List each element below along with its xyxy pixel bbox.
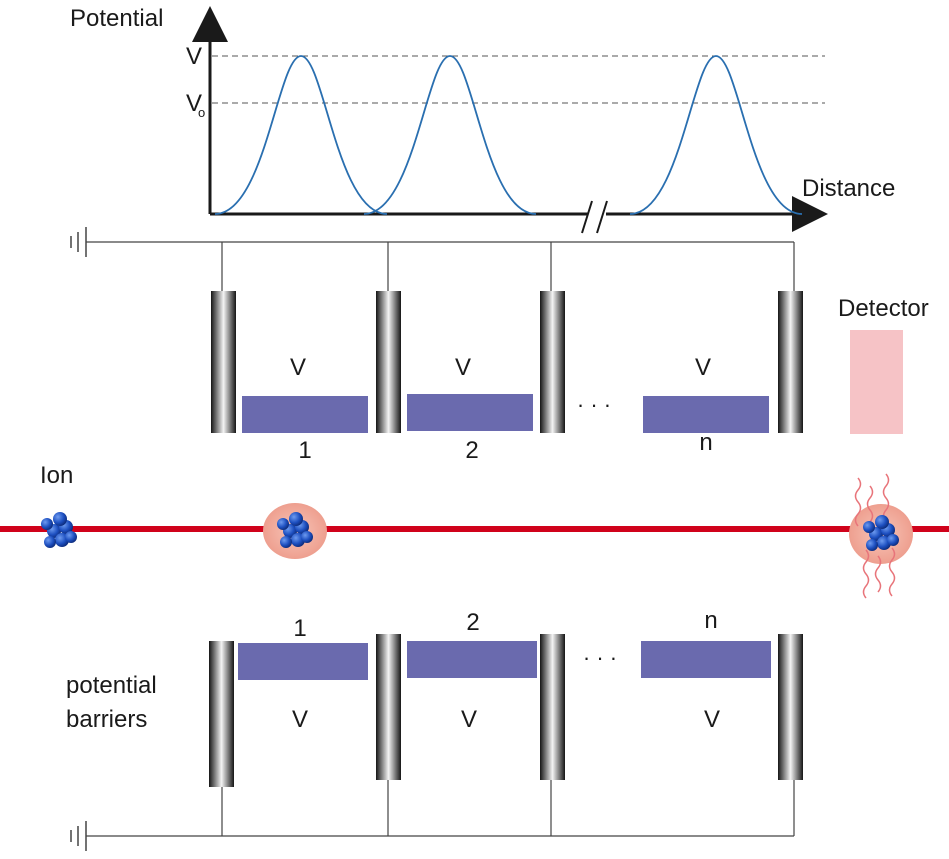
ground-icon bbox=[70, 821, 87, 851]
top-barrier-plate-1 bbox=[242, 396, 368, 433]
potential-curve-1 bbox=[214, 55, 388, 215]
bottom-barrier-plate-2 bbox=[407, 641, 537, 678]
axis-break-mark-1 bbox=[581, 200, 593, 234]
top-electrode-2 bbox=[376, 291, 401, 433]
level-vo-label: V bbox=[186, 90, 202, 117]
top-voltage-2: V bbox=[455, 354, 471, 381]
level-vo-subscript: o bbox=[198, 105, 205, 120]
ion-cluster-1 bbox=[41, 512, 77, 548]
barriers-label-line1: potential bbox=[66, 672, 157, 699]
top-voltage-1: V bbox=[290, 354, 306, 381]
bottom-electrode-1 bbox=[209, 641, 234, 787]
bottom-index-n: n bbox=[704, 607, 717, 634]
top-electrode-array: V V V 1 2 n · · · bbox=[70, 227, 803, 464]
top-index-2: 2 bbox=[465, 437, 478, 464]
ground-icon bbox=[70, 227, 87, 257]
bottom-barrier-plate-1 bbox=[238, 643, 368, 680]
detector-block bbox=[850, 330, 903, 434]
ion-cluster-2 bbox=[263, 503, 327, 559]
detector-label: Detector bbox=[838, 295, 929, 322]
top-electrode-4 bbox=[778, 291, 803, 433]
potential-curve-2 bbox=[363, 55, 537, 215]
axis-break-mark-2 bbox=[596, 200, 608, 234]
top-ellipsis: · · · bbox=[577, 392, 611, 417]
ion-beam: Ion bbox=[0, 462, 949, 599]
bottom-voltage-1: V bbox=[292, 706, 308, 733]
top-barrier-plate-2 bbox=[407, 394, 533, 431]
bottom-electrode-2 bbox=[376, 634, 401, 780]
top-barrier-plate-n bbox=[643, 396, 769, 433]
y-axis-label: Potential bbox=[70, 5, 163, 32]
bottom-ellipsis: · · · bbox=[583, 645, 617, 670]
bottom-voltage-2: V bbox=[461, 706, 477, 733]
x-axis-label: Distance bbox=[802, 175, 895, 202]
top-index-n: n bbox=[699, 429, 712, 456]
top-electrode-3 bbox=[540, 291, 565, 433]
top-index-1: 1 bbox=[298, 437, 311, 464]
potential-plot: Potential Distance V V o bbox=[70, 5, 895, 234]
potential-curve-3 bbox=[629, 55, 803, 215]
detector: Detector bbox=[838, 295, 929, 434]
bottom-electrode-4 bbox=[778, 634, 803, 780]
bottom-electrode-array: potential barriers 1 2 n V V V · · · bbox=[66, 607, 803, 851]
bottom-index-2: 2 bbox=[466, 609, 479, 636]
emission-wave-icon bbox=[854, 473, 896, 599]
barriers-label-line2: barriers bbox=[66, 706, 147, 733]
top-voltage-n: V bbox=[695, 354, 711, 381]
level-v-label: V bbox=[186, 43, 202, 70]
bottom-index-1: 1 bbox=[293, 615, 306, 642]
top-electrode-1 bbox=[211, 291, 236, 433]
bottom-electrode-3 bbox=[540, 634, 565, 780]
ion-cluster-3 bbox=[849, 473, 913, 599]
bottom-voltage-n: V bbox=[704, 706, 720, 733]
bottom-barrier-plate-n bbox=[641, 641, 771, 678]
ion-label: Ion bbox=[40, 462, 73, 489]
